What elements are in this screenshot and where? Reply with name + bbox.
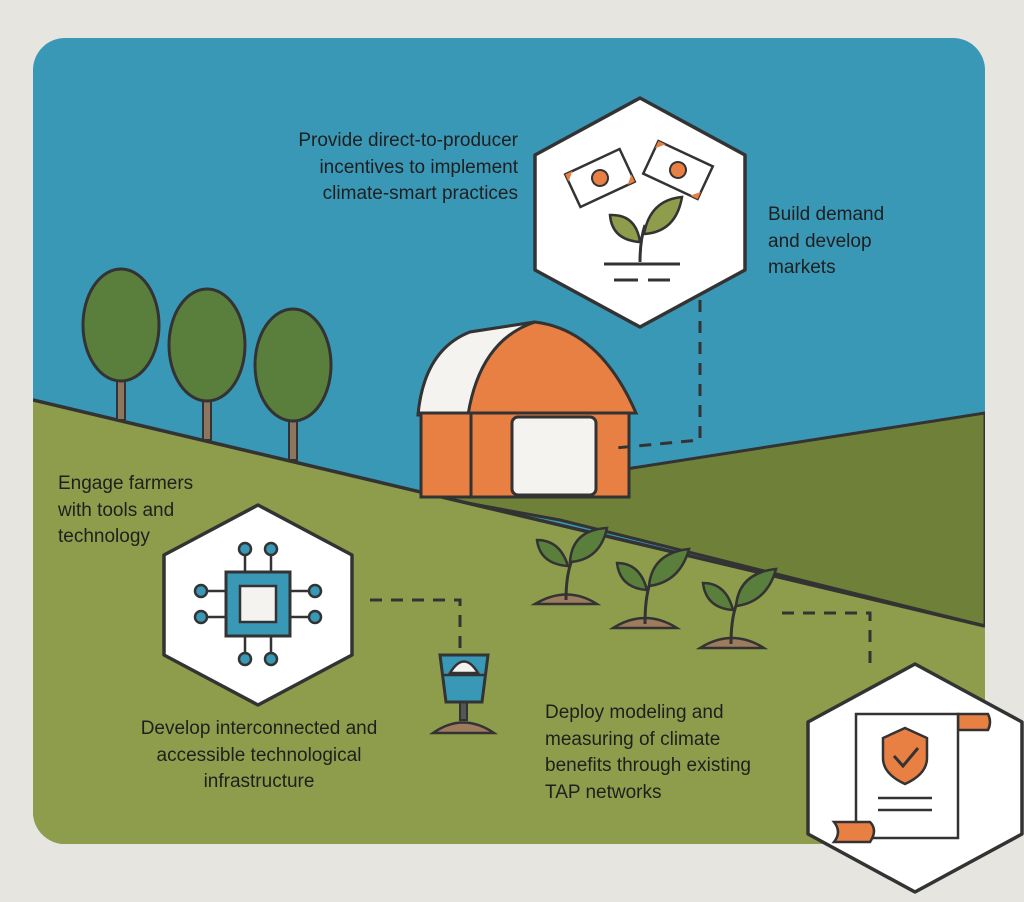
sprout-icon [604,195,684,282]
money-icon [563,139,715,209]
connector-sensor [370,598,462,650]
sprout-icon [695,567,778,650]
engage-label: Engage farmers with tools and technology [58,473,194,547]
tree-icon [167,287,247,441]
markets-label: Build demand and develop markets [768,204,885,278]
sprout-icon [608,547,691,630]
microchip-icon [193,541,323,667]
tree-icon [253,307,333,461]
modeling-label: Deploy modeling and measuring of climate… [545,702,751,803]
connector-markets [614,300,702,450]
trees [81,267,333,461]
connectors [370,300,872,665]
tree-icon [81,267,161,421]
technology-hexagon [162,503,354,707]
back-hill [439,411,985,628]
sprout-icon [530,526,609,606]
connector-modeling [782,611,872,665]
modeling-hexagon [806,662,1024,894]
barn-icon [416,320,639,499]
incentives-hexagon [533,96,747,329]
sprouts [530,526,778,650]
incentives-label: Provide direct-to-producer incentives to… [298,130,518,204]
sensor-icon [429,653,499,735]
infrastructure-label: Develop interconnected and accessible te… [140,718,378,792]
document-shield-icon [831,712,992,844]
